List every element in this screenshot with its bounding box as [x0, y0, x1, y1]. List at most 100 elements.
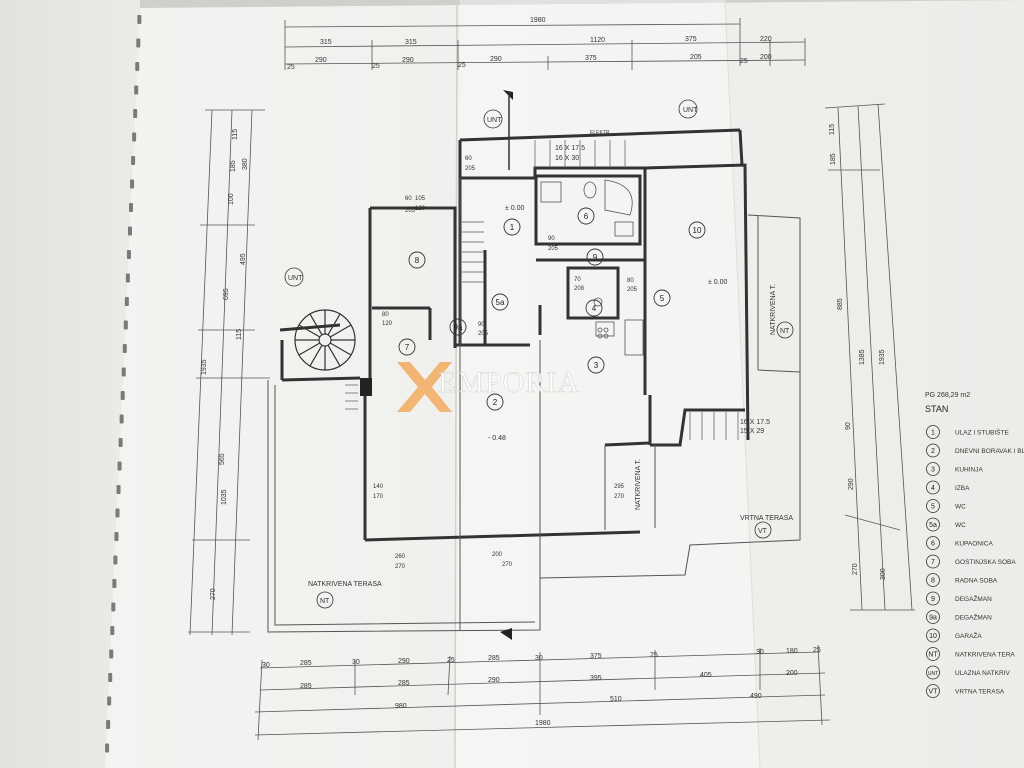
dim-bot-r2-4: 395 — [590, 675, 602, 682]
dim-right-in-6: 90 — [845, 422, 852, 430]
paper-fold — [454, 0, 458, 768]
binding-hole — [132, 132, 137, 142]
room-number: 10 — [693, 226, 702, 235]
dim-bot-1: 285 — [300, 660, 312, 667]
legend-item: 10 GARAŽA — [926, 628, 982, 643]
legend-item: 5 WC — [926, 499, 966, 513]
plan-text: UNT UNT UNT ELEKTR. 16 X 17.5 16 X 30 ± … — [288, 107, 793, 605]
binding-hole — [122, 344, 127, 353]
room-marker-5: 5 — [653, 289, 671, 307]
binding-hole — [127, 226, 132, 236]
legend: PG 268,29 m2 STAN 1 ULAZ I STUBIŠTE 2 DNEVN… — [925, 392, 1024, 698]
small-dim: 70 — [574, 277, 581, 283]
legend-label: DNEVNI BORAVAK I BLAG — [955, 448, 1024, 455]
room-number: 3 — [594, 361, 599, 370]
dim-bot-r2-1: 285 — [300, 683, 312, 690]
small-dim: 200 — [492, 552, 503, 558]
bathroom-fixtures — [540, 179, 634, 337]
legend-title: STAN — [925, 404, 948, 414]
dim-left-in-6: 270 — [210, 588, 217, 600]
binding-hole — [123, 320, 128, 330]
binding-hole — [131, 156, 136, 165]
small-dimensions: 6020514017029527090205801206020526027020… — [373, 156, 638, 570]
room-number: 5a — [496, 298, 505, 307]
legend-label: ULAZ I STUBIŠTE — [955, 428, 1009, 437]
small-dim: 270 — [502, 562, 513, 568]
binding-hole — [114, 532, 119, 541]
label-unt-top-left: UNT — [487, 117, 502, 124]
dim-left-in-1: 115 — [232, 129, 239, 140]
legend-label: GARAŽA — [955, 631, 982, 640]
label-level-10: ± 0.00 — [708, 279, 728, 286]
legend-key: 2 — [931, 448, 935, 455]
binding-hole — [129, 203, 134, 212]
dim-top-small-2: 25 — [372, 63, 380, 70]
dim-left-in-2: 185 — [230, 160, 237, 172]
dim-bot-total: 1980 — [535, 720, 551, 727]
dim-top-r2-3: 290 — [490, 56, 502, 63]
dim-top-r2-5: 205 — [690, 54, 702, 61]
binding-hole — [121, 367, 126, 377]
legend-key: 5 — [931, 504, 935, 511]
room-marker-3: 3 — [587, 356, 605, 374]
dim-right-in-3: 270 — [852, 563, 859, 575]
paper-fold — [724, 0, 761, 768]
room-number: 5 — [660, 294, 665, 303]
dim-top-1: 315 — [320, 39, 332, 46]
binding-hole — [134, 85, 139, 95]
binding-hole — [130, 179, 135, 189]
legend-key: 10 — [929, 633, 937, 640]
small-dim: 208 — [574, 286, 585, 292]
small-dim: 260 — [395, 554, 406, 560]
dim-bot-small-6: 30 — [756, 649, 764, 656]
room-marker-2: 2 — [486, 393, 504, 411]
binding-hole — [106, 720, 111, 729]
legend-key: VT — [929, 689, 939, 696]
binding-hole — [135, 62, 140, 71]
room-number: 8 — [415, 256, 420, 265]
room-number: 7 — [405, 343, 410, 352]
legend-label: WC — [955, 504, 966, 511]
legend-key: 9 — [931, 596, 935, 603]
binding-hole — [133, 109, 138, 118]
binding-hole — [137, 15, 142, 24]
room-number: 4 — [592, 304, 597, 313]
binding-hole — [112, 579, 117, 588]
paper-highlight — [455, 0, 760, 768]
legend-area: PG 268,29 m2 — [925, 392, 970, 399]
label-nt-bottom: NT — [320, 598, 330, 605]
binding-hole — [110, 626, 115, 635]
legend-item: 1 ULAZ I STUBIŠTE — [926, 425, 1009, 439]
small-dim: 270 — [614, 494, 625, 500]
label-stair-top-2: 16 X 30 — [555, 155, 579, 162]
dim-top-3: 1120 — [590, 37, 605, 44]
section-arrow-bottom — [500, 628, 512, 640]
label-natkrivena-t-mid: NATKRIVENA T. — [635, 459, 642, 510]
dim-top-4: 375 — [685, 36, 697, 43]
dim-right-outer-1: 1935 — [879, 349, 886, 365]
dim-bot-r2-5: 405 — [700, 672, 712, 679]
legend-label: WC — [955, 522, 966, 529]
watermark: EMPORIA — [397, 362, 579, 412]
legend-key: 1 — [931, 430, 935, 437]
binding-hole — [126, 250, 131, 259]
top-dimensions — [284, 18, 806, 70]
label-unt-top-right: UNT — [683, 107, 698, 114]
room-marker-8: 8 — [408, 251, 426, 269]
label-stair-right-1: 16 X 17.5 — [740, 419, 770, 426]
dim-left-in-3: 100 — [228, 193, 235, 205]
spiral-stair — [294, 309, 356, 371]
dim-bot-small-7: 25 — [813, 647, 821, 654]
right-page — [105, 0, 1024, 768]
dim-bot-r2-3: 290 — [488, 677, 500, 684]
dim-left-mid-1: 380 — [242, 158, 249, 170]
dim-top-small-1: 25 — [287, 64, 295, 71]
legend-label: RADNA SOBA — [955, 578, 998, 585]
